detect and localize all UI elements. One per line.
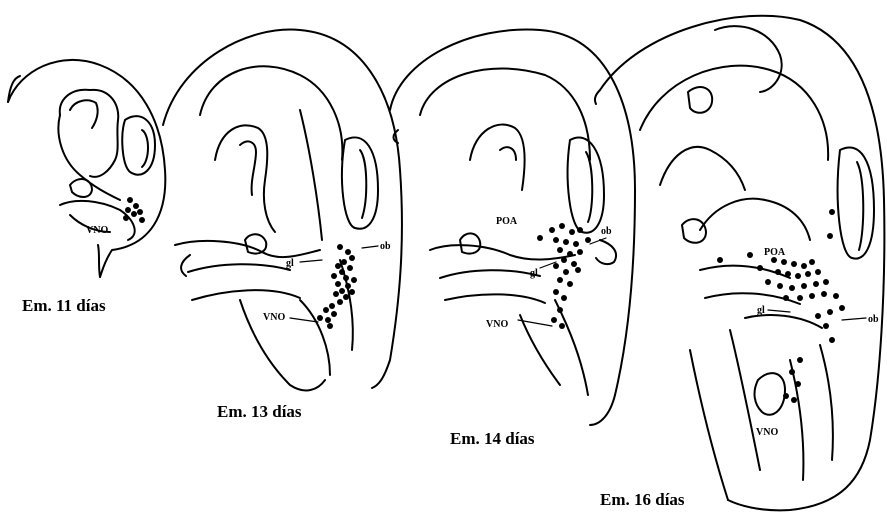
panel-e16-gl-label: gl <box>757 305 765 316</box>
panel-e14-neuron-dots <box>537 223 591 329</box>
panel-e16-ob-leader <box>842 318 866 320</box>
panel-e14-vno-label: VNO <box>486 319 508 330</box>
panel-e14-outline <box>390 30 635 425</box>
panel-e16-vno-label: VNO <box>756 427 778 438</box>
panel-e13-outline <box>163 30 402 391</box>
panel-e16-gl-leader <box>768 310 790 312</box>
panel-e16-outline <box>595 16 884 511</box>
panel-e13-neuron-dots <box>317 244 357 329</box>
panel-e14-gl-label: gl <box>530 268 538 279</box>
panel-e16-ob-label: ob <box>868 314 879 325</box>
panel-e13: ob gl VNO Em. 13 días <box>163 30 402 421</box>
panel-e16-title: Em. 16 días <box>600 490 685 509</box>
panel-e13-ob-label: ob <box>380 241 391 252</box>
panel-e16-neuron-dots <box>717 209 845 403</box>
panel-e13-vno-label: VNO <box>263 312 285 323</box>
panel-e11: VNO Em. 11 días <box>8 60 165 315</box>
panel-e16-poa-label: POA <box>764 247 786 258</box>
panel-e14-title: Em. 14 días <box>450 429 535 448</box>
panel-e14-poa-label: POA <box>496 216 518 227</box>
panel-e13-gl-label: gl <box>286 258 294 269</box>
panel-e11-outline <box>8 60 165 277</box>
panel-e14-ob-label: ob <box>601 226 612 237</box>
panel-e13-ob-leader <box>362 246 378 248</box>
panel-e11-neuron-dots <box>123 197 145 223</box>
panel-e13-gl-leader <box>300 260 322 262</box>
panel-e11-title: Em. 11 días <box>22 296 106 315</box>
panel-e16: POA gl ob VNO Em. 16 días <box>595 16 884 511</box>
panel-e11-vno-label: VNO <box>86 225 108 236</box>
panel-e13-title: Em. 13 días <box>217 402 302 421</box>
